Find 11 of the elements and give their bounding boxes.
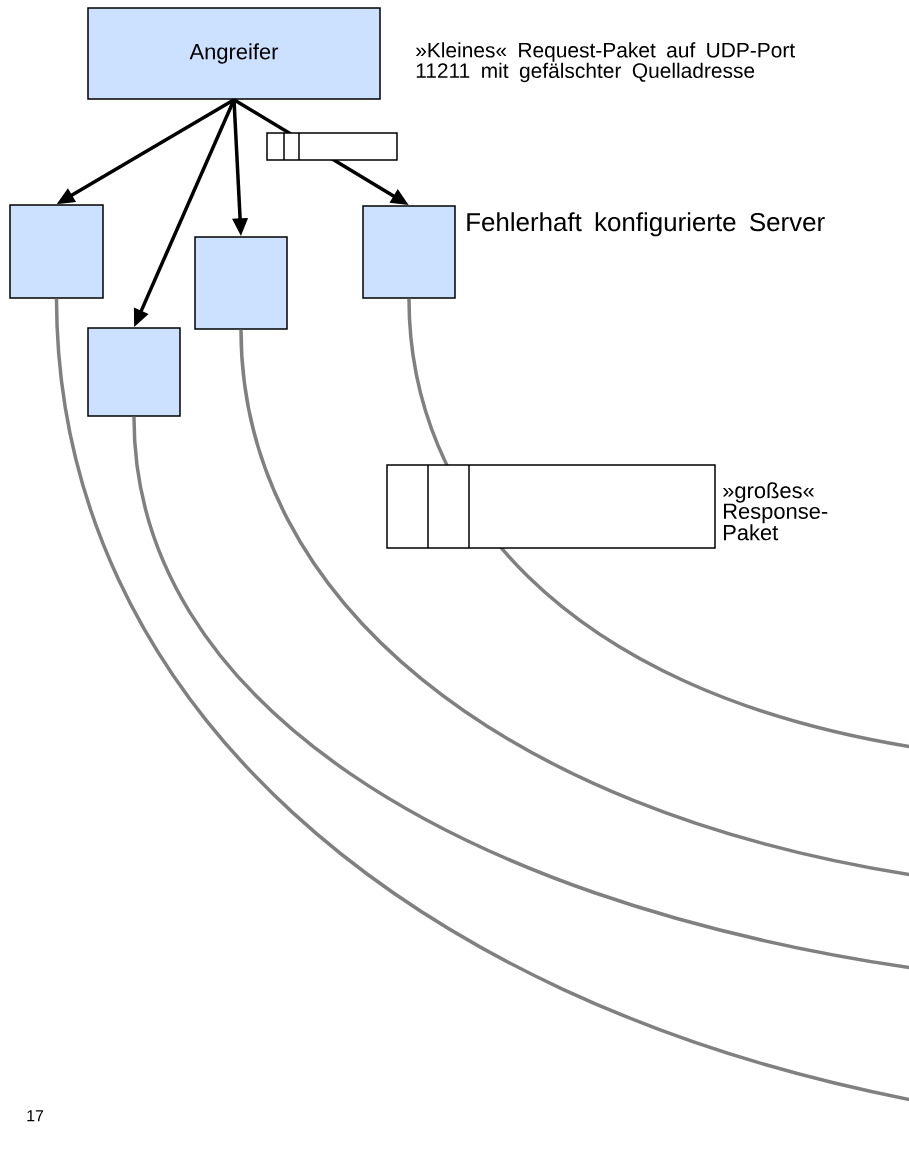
server-box — [194, 236, 288, 330]
response-line — [132, 416, 909, 970]
server-box — [9, 204, 104, 299]
response-line — [239, 329, 909, 877]
actor-box: Angreifer — [87, 7, 381, 100]
server-box — [87, 327, 181, 417]
page-number: 17 — [27, 1110, 44, 1122]
server-box — [362, 205, 456, 299]
annotation-text: »Kleines« Request-Paket auf UDP-Port 11211 mit gefälschter Quelladresse — [416, 42, 795, 83]
response-line — [54, 298, 909, 1102]
annotation-text: »großes« Response-Paket — [723, 482, 828, 541]
